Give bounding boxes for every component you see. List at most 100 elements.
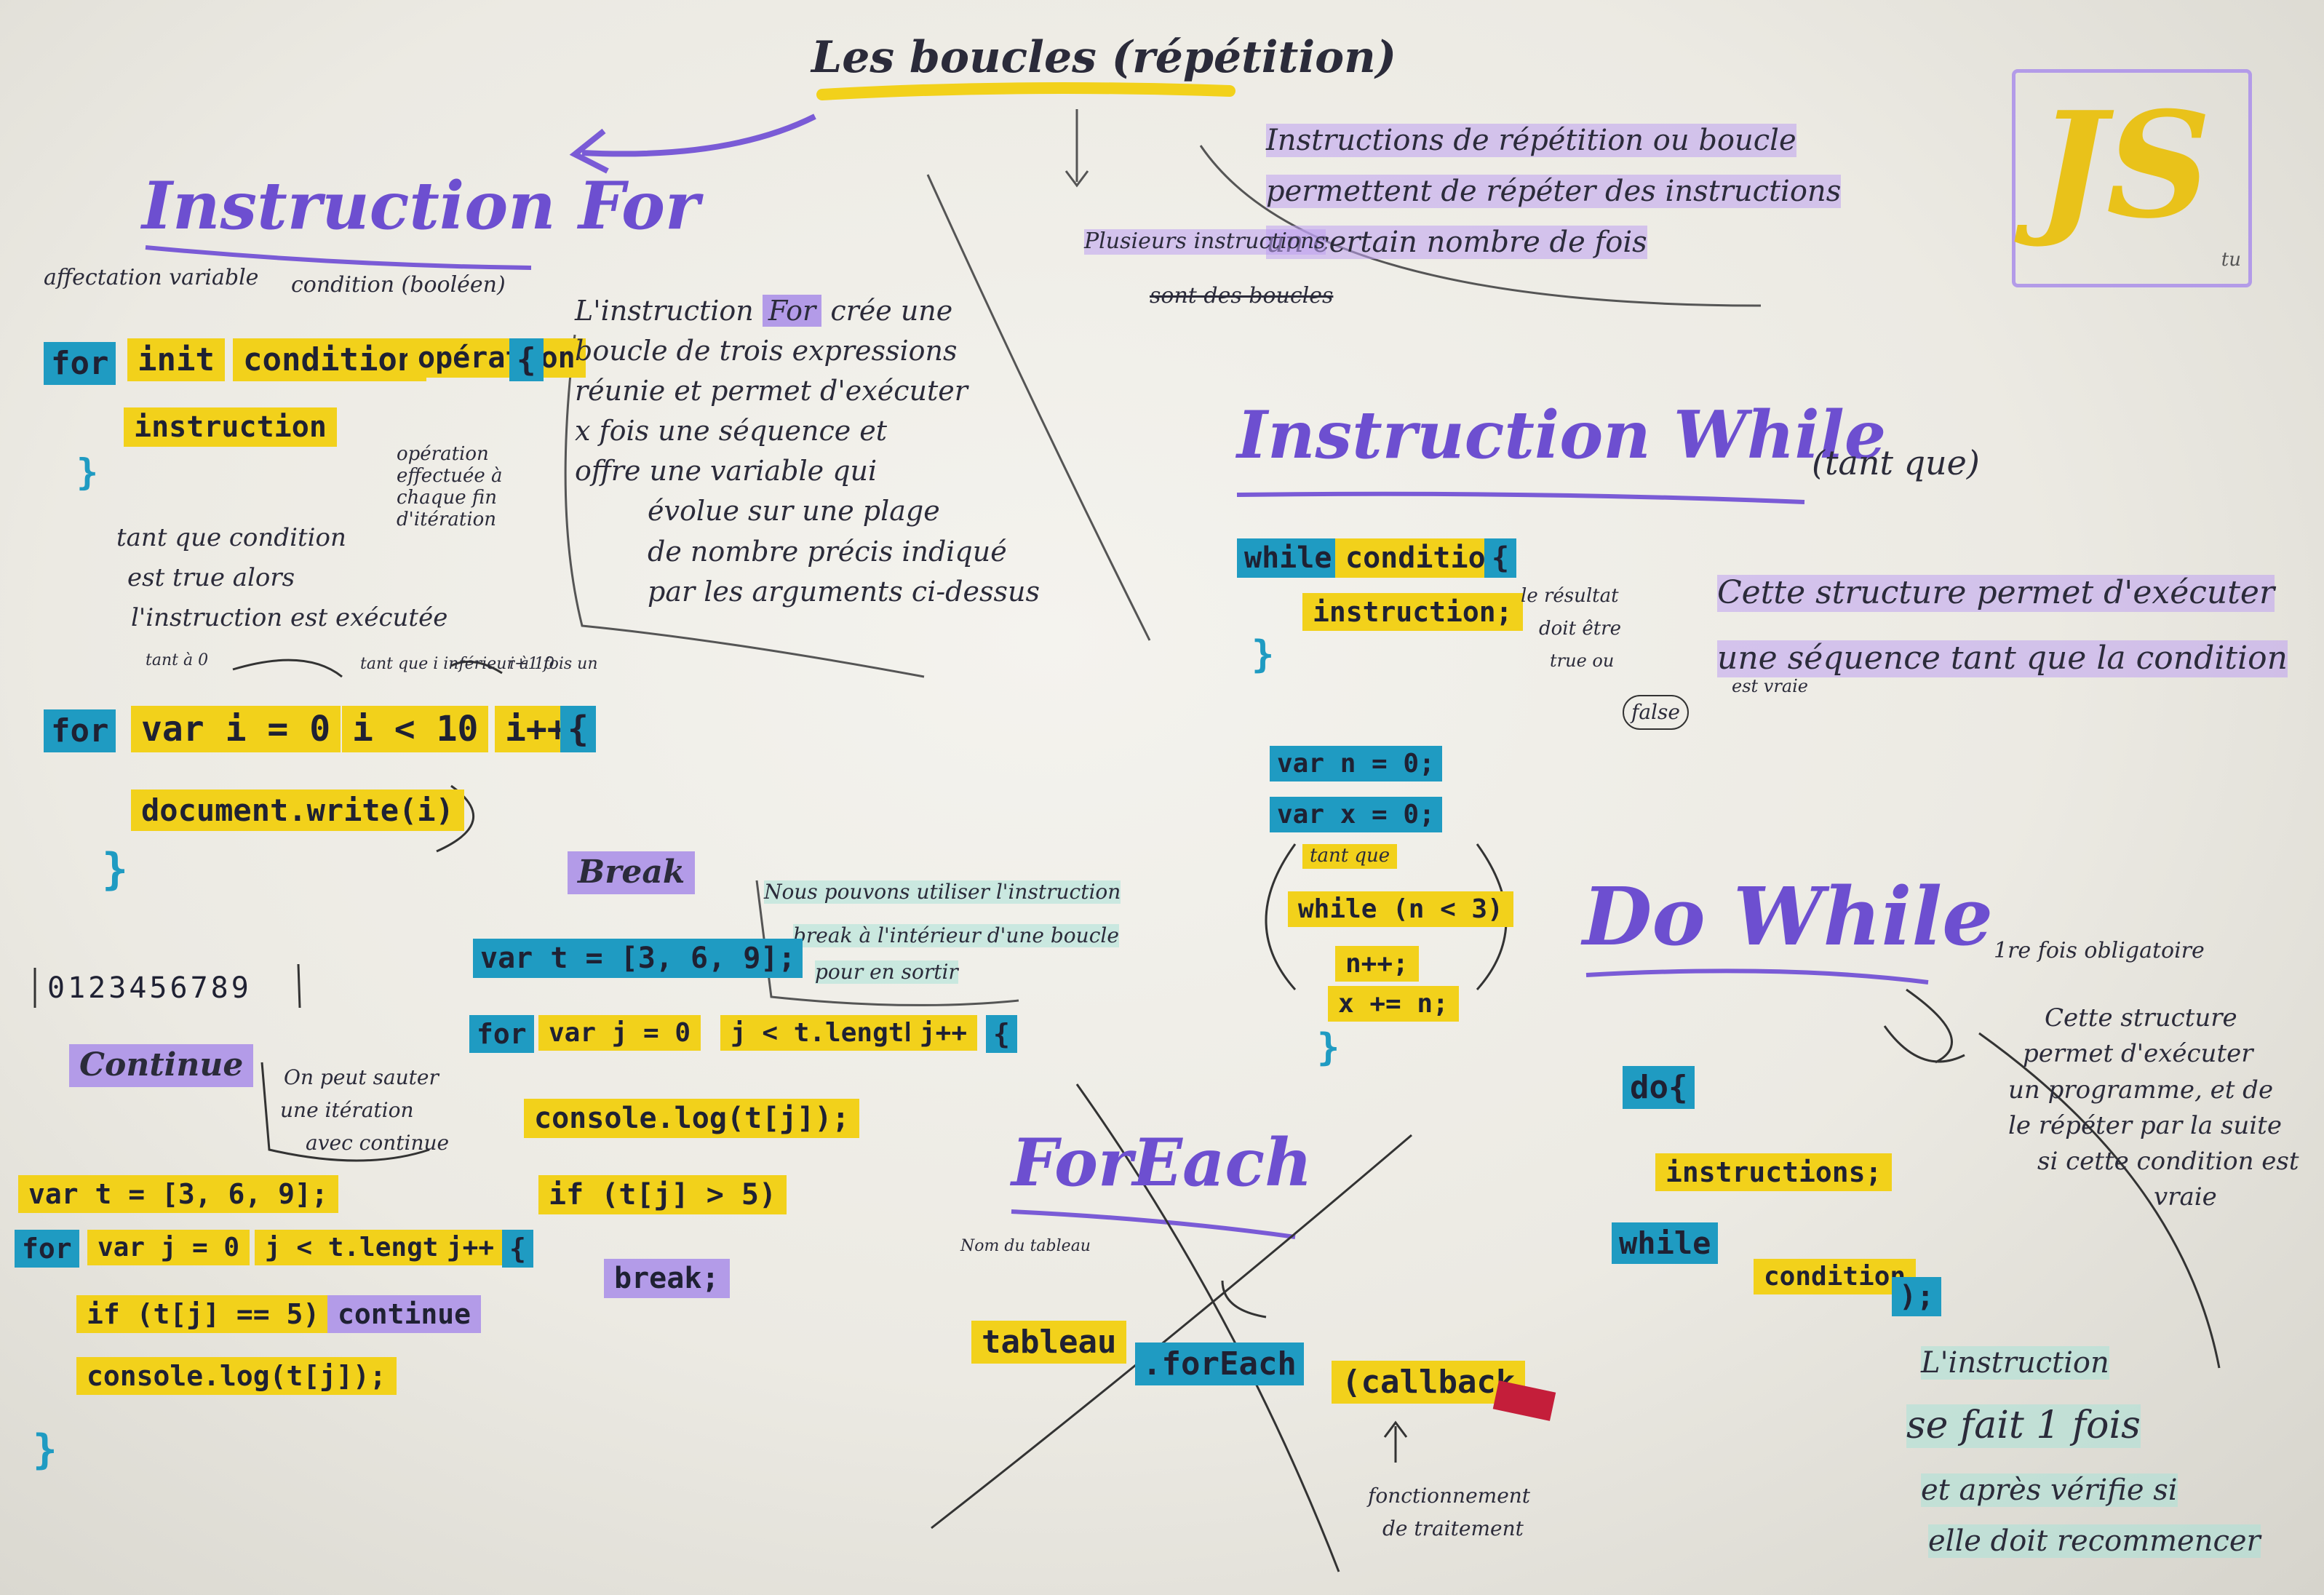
continue-line-2-c: j++ [437, 1230, 505, 1265]
while-ex-5: x += n; [1328, 986, 1459, 1022]
plusieurs-note-2: sont des boucles [1150, 283, 1334, 309]
js-logo-suffix: tu [2221, 249, 2241, 271]
while-ex-label: tant que [1302, 844, 1398, 869]
while-ex-4: n++; [1335, 946, 1419, 982]
while-desc-1: Cette structure permet d'exécuter [1717, 574, 2275, 612]
break-note-3: pour en sortir [815, 960, 958, 985]
plusieurs-note: Plusieurs instructions [1084, 228, 1326, 255]
for-ex-brace-close: } [102, 844, 129, 895]
for-title: Instruction For [142, 167, 700, 244]
foreach-title: ForEach [1011, 1124, 1313, 1201]
for-desc-2: est true alors [127, 563, 295, 592]
for-explain-line-3: réunie et permet d'exécuter [575, 375, 968, 407]
continue-note-3: avec continue [306, 1131, 450, 1155]
break-line-2-a: var j = 0 [538, 1015, 701, 1051]
dowhile-footer-2: se fait 1 fois [1906, 1404, 2141, 1448]
dowhile-note-first: 1re fois obligatoire [1994, 938, 2205, 963]
for-explain-line-1: L'instruction For crée une [575, 295, 953, 327]
dowhile-title: Do While [1583, 870, 1994, 963]
dowhile-code-condition: condition [1754, 1259, 1917, 1294]
continue-line-2-for: for [15, 1230, 79, 1268]
break-line-3: console.log(t[j]); [524, 1099, 860, 1138]
for-desc-1: tant que condition [116, 523, 346, 552]
dowhile-footer-3: et après vérifie si [1921, 1473, 2178, 1507]
continue-line-2-b: j < t.length [255, 1230, 465, 1265]
dowhile-code-end: ); [1892, 1277, 1942, 1316]
for-code-instruction: instruction [124, 407, 337, 447]
for-ex-cond: i < 10 [342, 706, 489, 752]
dowhile-footer-1: L'instruction [1921, 1346, 2109, 1380]
dowhile-desc-4: le répéter par la suite [2008, 1110, 2282, 1140]
for-explain-line-8: par les arguments ci-dessus [648, 575, 1040, 608]
break-line-2-c: j++ [910, 1015, 978, 1051]
for-code-condition: condition [233, 338, 427, 381]
header-note-1: Instructions de répétition ou boucle [1266, 124, 1796, 157]
for-output: 0123456789 [47, 971, 252, 1005]
for-brace-close: } [76, 451, 99, 493]
header-note-2: permettent de répéter des instructions [1266, 175, 1842, 208]
for-desc-3: l'instruction est exécutée [131, 603, 448, 632]
foreach-note-callback-2: de traitement [1382, 1516, 1524, 1540]
dowhile-code-do: do{ [1623, 1066, 1695, 1109]
for-ex-label-3: i+1 fois un [509, 655, 598, 673]
while-ex-brace-close: } [1317, 1026, 1340, 1070]
foreach-code-tableau: tableau [971, 1321, 1127, 1364]
while-brace-open: { [1484, 538, 1517, 578]
dowhile-desc-3: un programme, et de [2008, 1075, 2274, 1105]
break-line-5: break; [604, 1259, 730, 1298]
dowhile-code-while: while [1612, 1222, 1719, 1264]
continue-note-2: une itération [280, 1098, 414, 1122]
for-ex-label-1: tant à 0 [146, 651, 209, 669]
break-title: Break [568, 851, 696, 894]
header-note-3: un certain nombre de fois [1266, 226, 1647, 259]
break-note-1: Nous pouvons utiliser l'instruction [764, 880, 1121, 904]
while-title-note: (tant que) [1812, 443, 1980, 482]
break-note-2: break à l'intérieur d'une boucle [793, 923, 1119, 948]
for-explain-kw: For [762, 295, 822, 327]
break-line-2-b: j < t.length [720, 1015, 931, 1051]
for-brace-open: { [509, 338, 544, 381]
foreach-code-callback: (callback [1332, 1361, 1526, 1404]
while-code-while: while [1237, 538, 1340, 578]
for-ex-brace-open: { [560, 706, 596, 752]
dowhile-code-instructions: instructions; [1655, 1153, 1893, 1191]
for-explain-line-7: de nombre précis indiqué [648, 535, 1007, 568]
js-logo-text: JS [2037, 80, 2212, 251]
for-code-init: init [127, 338, 225, 381]
for-explain-line-6: évolue sur une plage [648, 495, 940, 528]
break-line-4: if (t[j] > 5) [538, 1175, 787, 1214]
foreach-code-foreach: .forEach [1135, 1343, 1304, 1385]
for-label-condition: condition (booléen) [291, 272, 506, 298]
continue-line-1: var t = [3, 6, 9]; [18, 1175, 338, 1213]
for-explain-line-5: offre une variable qui [575, 455, 878, 488]
while-brace-close: } [1251, 633, 1275, 677]
continue-line-4: console.log(t[j]); [76, 1357, 397, 1395]
while-note-result-1: le résultat [1521, 585, 1619, 607]
break-line-2-for: for [469, 1015, 534, 1053]
foreach-note-tableau: Nom du tableau [960, 1237, 1091, 1255]
while-ex-2: var x = 0; [1270, 797, 1442, 832]
for-code-for: for [44, 342, 116, 385]
while-note-result-4: false [1623, 695, 1689, 731]
break-brace-open: { [986, 1015, 1017, 1053]
continue-line-3-kw: continue [327, 1295, 482, 1333]
for-ex-label-2: tant que i inférieur à 10 [360, 655, 554, 673]
for-explain-line-2: boucle de trois expressions [575, 335, 958, 367]
dowhile-desc-6: vraie [2154, 1182, 2217, 1212]
dowhile-footer-4: elle doit recommencer [1928, 1524, 2261, 1558]
js-logo: JS tu [2012, 69, 2252, 287]
while-title: Instruction While [1237, 397, 1887, 474]
continue-line-3-if: if (t[j] == 5) [76, 1295, 330, 1333]
page-title: Les boucles (répétition) [811, 32, 1397, 83]
for-ex-for: for [44, 709, 116, 752]
while-ex-1: var n = 0; [1270, 746, 1442, 781]
continue-brace-open: { [502, 1230, 533, 1268]
while-ex-3: while (n < 3) [1288, 891, 1513, 927]
foreach-note-callback-1: fonctionnement [1368, 1484, 1531, 1508]
continue-note-1: On peut sauter [284, 1065, 439, 1089]
while-note-result-2: doit être [1539, 618, 1621, 640]
continue-title: Continue [69, 1044, 254, 1087]
for-label-affectation: affectation variable [44, 265, 259, 290]
